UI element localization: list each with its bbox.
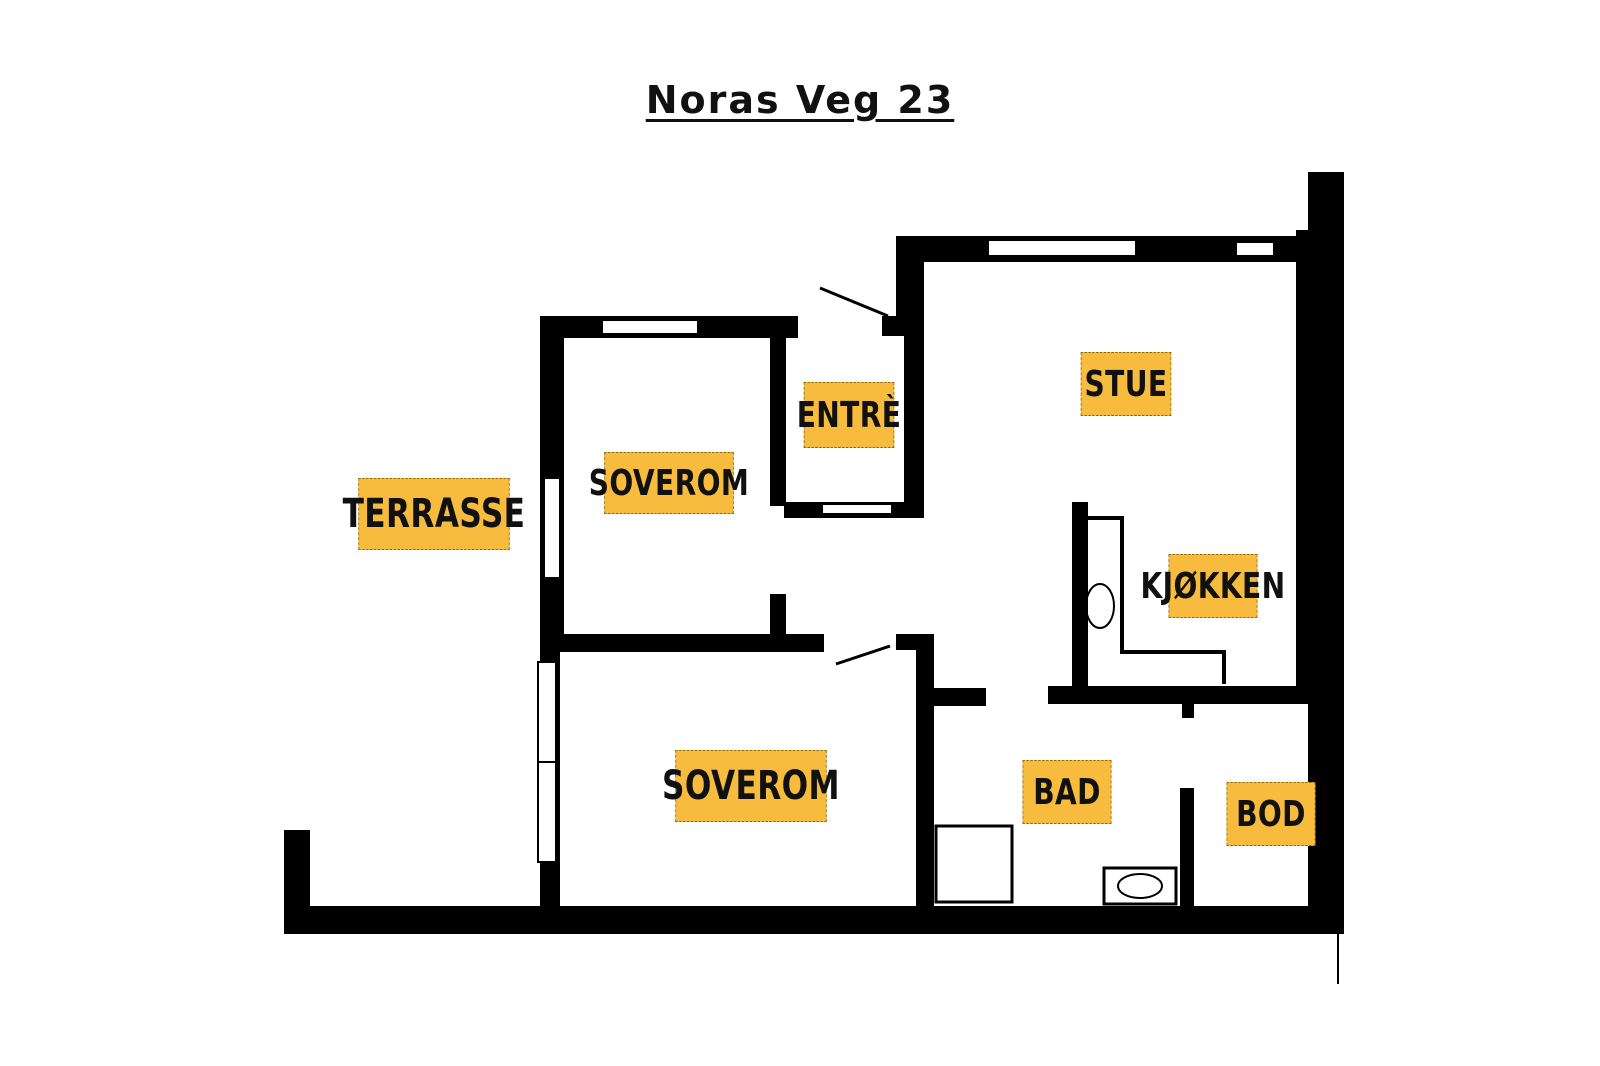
windows bbox=[537, 239, 1275, 863]
room-label-soverom-2: SOVEROM bbox=[662, 750, 840, 822]
wall-soverom1-entre-lower bbox=[770, 594, 786, 640]
window-soverom1-left bbox=[543, 477, 561, 579]
window-soverom2-left-2 bbox=[537, 761, 557, 863]
wall-soverom2-bad bbox=[916, 634, 934, 906]
room-label-entre: ENTRÈ bbox=[797, 382, 901, 448]
kitchen-sink bbox=[1085, 583, 1115, 629]
window-soverom2-left-1 bbox=[537, 661, 557, 763]
wall-left-stue bbox=[896, 236, 924, 326]
room-label-soverom-1: SOVEROM bbox=[589, 452, 749, 514]
window-soverom1-top bbox=[601, 319, 699, 335]
room-label-bad: BAD bbox=[1022, 760, 1112, 824]
wall-between-bedrooms bbox=[540, 634, 824, 652]
room-label-kjokken: KJØKKEN bbox=[1140, 554, 1285, 618]
bath-shower bbox=[934, 824, 1014, 904]
wall-right-inner bbox=[1296, 230, 1310, 690]
wall-bottom-outer bbox=[284, 906, 1344, 934]
fixtures bbox=[819, 286, 1339, 984]
room-label-bod: BOD bbox=[1226, 782, 1316, 846]
wall-entre-stub bbox=[882, 316, 906, 336]
bath-sink bbox=[1117, 873, 1163, 899]
window-entre bbox=[821, 503, 893, 515]
window-stue-2 bbox=[1235, 241, 1275, 257]
room-label-stue: STUE bbox=[1080, 352, 1172, 416]
wall-bad-bod-top bbox=[1182, 700, 1194, 718]
wall-soverom1-entre bbox=[770, 338, 786, 506]
window-stue-1 bbox=[987, 239, 1137, 257]
wall-terrace-stub bbox=[284, 830, 310, 934]
plan-title: Noras Veg 23 bbox=[645, 78, 955, 122]
door-swing-entre bbox=[819, 286, 889, 318]
wall-top-bad bbox=[924, 688, 986, 706]
door-swing-soverom2 bbox=[835, 644, 891, 666]
room-label-terrasse: TERRASSE bbox=[343, 478, 525, 550]
kitchen-counter bbox=[1088, 516, 1226, 684]
wall-kjokken-left bbox=[1072, 502, 1088, 702]
wall-top-bad-mid bbox=[1048, 686, 1312, 704]
wall-left-stue-lower bbox=[904, 318, 924, 518]
bath-sink-box bbox=[1102, 866, 1178, 906]
wall-bad-bod bbox=[1180, 788, 1194, 906]
